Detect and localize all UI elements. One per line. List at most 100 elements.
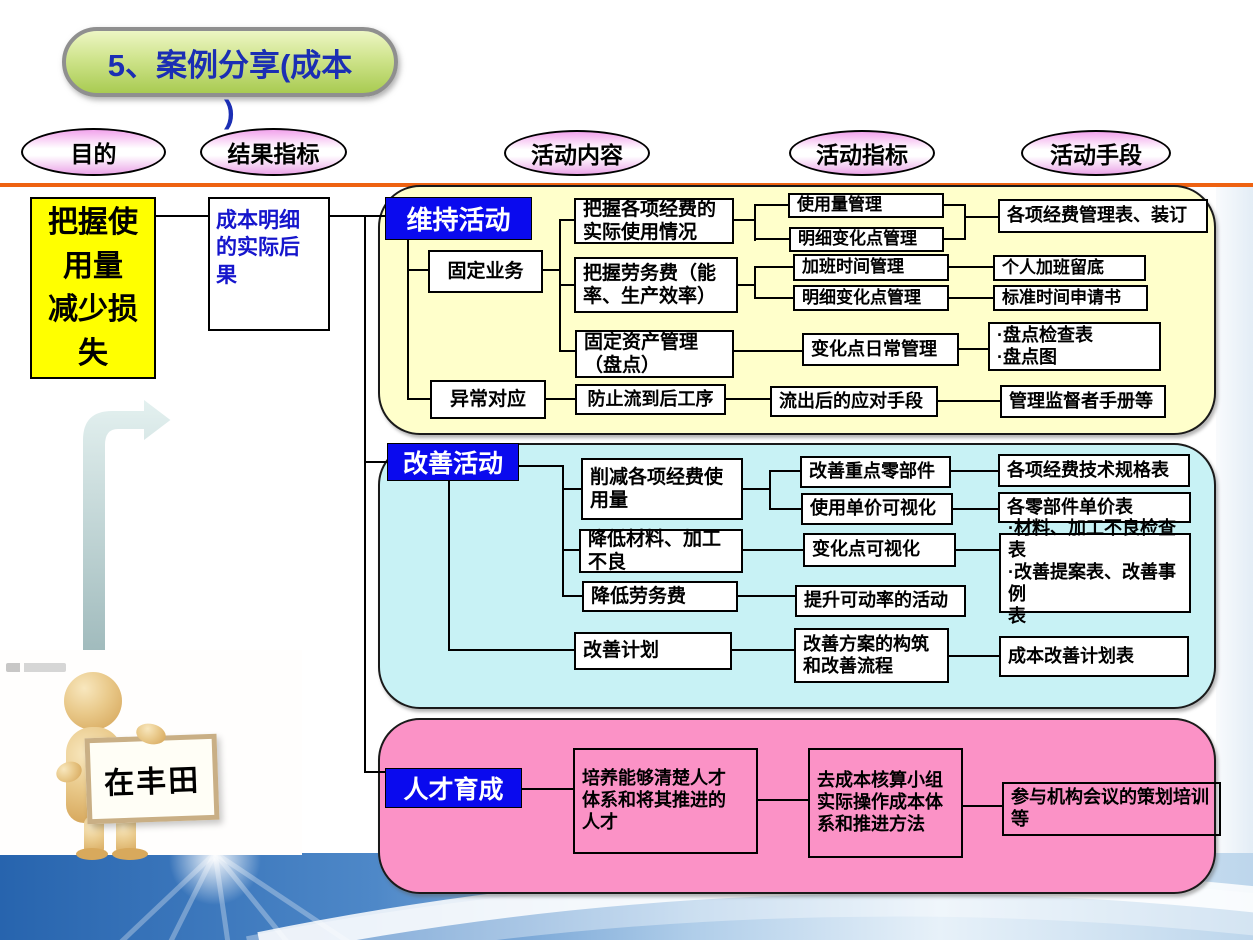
connector: [769, 508, 801, 510]
node-key-parts: 改善重点零部件: [800, 456, 951, 488]
connector: [754, 266, 756, 299]
connector: [559, 284, 574, 286]
connector: [769, 470, 771, 510]
connector: [738, 595, 795, 597]
result-box: 成本明细 的实际后 果: [208, 197, 330, 331]
node-improve-plan: 改善计划: [574, 632, 732, 670]
slide-title-text: 5、案例分享(成本: [107, 47, 353, 83]
node-detail-change-1: 明细变化点管理: [789, 227, 944, 252]
oval-activity-means: 活动手段: [1021, 130, 1171, 176]
connector: [754, 204, 756, 241]
connector: [734, 219, 756, 221]
connector-trunk: [364, 215, 366, 773]
connector: [754, 266, 793, 268]
connector: [949, 297, 993, 299]
node-personal-overtime: 个人加班留底: [993, 255, 1146, 281]
node-supervisor-manual: 管理监督者手册等: [1000, 385, 1166, 418]
connector: [956, 549, 999, 551]
label-maintain: 维持活动: [385, 197, 532, 240]
connector: [951, 470, 998, 472]
node-overtime-mgmt: 加班时间管理: [793, 254, 949, 281]
oval-activity-content: 活动内容: [504, 130, 650, 176]
connector: [944, 238, 966, 240]
node-cost-practice: 去成本核算小组 实际操作成本体 系和推进方法: [808, 748, 963, 858]
connector: [732, 649, 794, 651]
node-plan-construct: 改善方案的构筑 和改善流程: [794, 628, 949, 683]
node-reduce-expense-usage: 削减各项经费使 用量: [581, 458, 743, 520]
connector: [743, 488, 771, 490]
node-reduce-labor-cost: 降低劳务费: [582, 581, 738, 612]
figure-leg-right: [116, 816, 136, 856]
node-change-visual: 变化点可视化: [803, 533, 956, 567]
connector: [407, 269, 428, 271]
node-defect-check-list: ·材料、加工不良检查表 ·改善提案表、改善事例 表: [999, 518, 1191, 626]
watermark: [6, 663, 66, 672]
connector: [754, 297, 793, 299]
up-arrow: [81, 395, 174, 666]
up-arrow-shape: [81, 395, 174, 666]
figure-leg-left: [84, 816, 104, 856]
figure-foot-left: [76, 848, 108, 860]
connector: [758, 799, 808, 801]
connector: [407, 240, 409, 400]
connector: [769, 470, 800, 472]
figure-foot-right: [112, 848, 148, 860]
slide-title: 5、案例分享(成本: [62, 27, 398, 97]
connector: [364, 771, 386, 773]
connector: [738, 284, 756, 286]
node-inventory-list: ·盘点检查表 ·盘点图: [988, 322, 1161, 371]
connector: [364, 461, 388, 463]
oval-result-indicator: 结果指标: [200, 128, 347, 176]
node-fixed-assets: 固定资产管理 （盘点）: [575, 330, 734, 378]
connector: [953, 508, 998, 510]
node-std-time-request: 标准时间申请书: [993, 285, 1148, 311]
node-detail-change-2: 明细变化点管理: [793, 285, 949, 311]
node-unit-price-visual: 使用单价可视化: [801, 493, 953, 525]
connector: [562, 488, 581, 490]
connector: [963, 805, 1002, 807]
connector: [743, 549, 803, 551]
connector: [559, 219, 574, 221]
node-change-daily-mgmt: 变化点日常管理: [802, 333, 959, 366]
connector: [754, 238, 790, 240]
connector: [754, 204, 788, 206]
oval-activity-indicator: 活动指标: [789, 130, 935, 176]
node-fixed-business: 固定业务: [428, 250, 543, 293]
connector: [448, 649, 574, 651]
node-outflow-measures: 流出后的应对手段: [770, 386, 938, 417]
node-parts-price-table: 各零部件单价表: [998, 492, 1191, 523]
connector: [944, 204, 966, 206]
connector: [726, 398, 770, 400]
node-grasp-labor: 把握劳务费（能 率、生产效率）: [574, 257, 738, 313]
node-expense-table: 各项经费管理表、装订: [998, 199, 1208, 233]
connector: [407, 398, 430, 400]
goal-box: 把握使 用量 减少损 失: [30, 197, 156, 379]
connector: [543, 269, 561, 271]
node-tech-spec-table: 各项经费技术规格表: [998, 454, 1190, 487]
node-reduce-defects: 降低材料、加工 不良: [579, 529, 743, 573]
node-prevent-flow: 防止流到后工序: [575, 384, 726, 415]
connector: [522, 788, 573, 790]
connector: [562, 465, 564, 597]
connector: [330, 215, 386, 217]
connector: [546, 398, 575, 400]
label-talent: 人才育成: [385, 768, 522, 808]
connector: [448, 481, 450, 651]
connector: [949, 266, 993, 268]
connector: [938, 400, 1000, 402]
oval-purpose: 目的: [21, 128, 166, 176]
connector: [959, 348, 988, 350]
node-usage-mgmt: 使用量管理: [788, 193, 944, 218]
node-grasp-expenses: 把握各项经费的 实际使用情况: [574, 198, 734, 244]
node-training: 参与机构会议的策划培训 等: [1002, 782, 1221, 836]
connector: [562, 549, 579, 551]
connector: [559, 350, 575, 352]
background-right-tint: [1216, 186, 1253, 855]
sign-board: 在丰田: [84, 733, 220, 825]
node-cultivate-talent: 培养能够清楚人才 体系和将其推进的 人才: [573, 748, 758, 854]
connector: [964, 204, 966, 240]
connector: [562, 595, 582, 597]
connector: [519, 465, 564, 467]
connector: [949, 655, 999, 657]
